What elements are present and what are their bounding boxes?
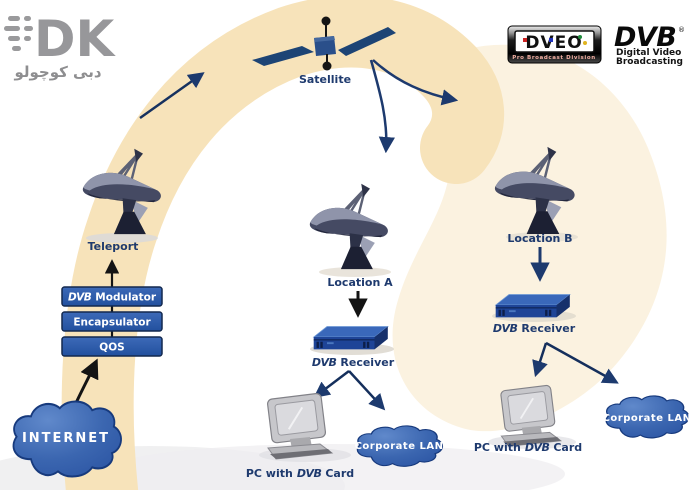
location-a-dish-icon: [308, 182, 390, 271]
dvb-mark: DVB: [312, 356, 337, 369]
dish-b-shadow: [506, 232, 578, 242]
arrow-receiver-a-to-lan: [348, 370, 386, 411]
dvb-subtitle-line1: Digital Video: [616, 48, 681, 58]
dvb-mark: DVB: [68, 292, 92, 304]
dvb-mark: DVB: [525, 441, 550, 454]
dk-logo-text: DK: [34, 10, 117, 68]
arrow-teleport-to-satellite: [139, 72, 205, 120]
arrow-satellite-to-location-b: [372, 59, 459, 106]
satellite-icon: [252, 16, 396, 71]
dish-a-shadow: [319, 267, 391, 277]
location-a-label: Location A: [327, 276, 393, 289]
dveo-logo-plate: [514, 30, 595, 53]
qos-label: QOS: [99, 342, 124, 354]
arrow-internet-to-qos: [74, 358, 99, 404]
dk-speed-lines-icon: [4, 16, 33, 51]
dveo-red-dot-icon: [523, 38, 527, 42]
location-b-label: Location B: [507, 232, 572, 245]
dvb-logo: DVB ® Digital Video Broadcasting: [614, 22, 685, 67]
dveo-green-dot-icon: [578, 35, 582, 39]
arrow-receiver-b-to-lan: [545, 341, 619, 384]
dvb-registered-mark: ®: [678, 26, 685, 34]
teleport-shadow: [86, 233, 158, 243]
encapsulator-label: Encapsulator: [73, 317, 151, 329]
receiver-b-icon: [495, 294, 571, 318]
dveo-blue-dot-icon: [549, 38, 553, 42]
modulator-label: Modulator: [95, 292, 157, 304]
internet-label: INTERNET: [22, 431, 110, 446]
dveo-wordmark: DVEO: [525, 33, 582, 53]
pc-a-icon: [266, 392, 333, 460]
receiver-a-icon: [313, 326, 389, 350]
chain-box-qos: QOS: [61, 336, 163, 357]
satellite-label: Satellite: [299, 73, 351, 86]
dveo-yellow-dot-icon: [583, 41, 587, 45]
dvb-subtitle-line2: Broadcasting: [616, 57, 683, 67]
chain-box-encapsulator: Encapsulator: [61, 311, 163, 332]
lan-b-label: Corporate LAN: [603, 413, 692, 424]
pc-b-icon: [499, 384, 562, 448]
dveo-logo: DVEO Pro Broadcast Division: [507, 25, 602, 64]
dvb-mark: DVB: [297, 467, 322, 480]
arrow-satellite-to-location-a: [369, 59, 395, 154]
dvb-mark: DVB: [493, 322, 518, 335]
arrow-receiver-a-to-pc: [313, 370, 350, 398]
dveo-tagline: Pro Broadcast Division: [512, 55, 596, 61]
ground-shade-center: [95, 444, 565, 490]
teleport-label: Teleport: [88, 240, 139, 253]
dk-caption: دبی کوچولو: [13, 63, 101, 82]
arrow-receiver-b-to-pc: [532, 342, 548, 378]
dk-logo: DK دبی کوچولو: [4, 10, 117, 82]
dvb-wordmark: DVB: [614, 22, 676, 53]
lan-a-label: Corporate LAN: [355, 441, 444, 452]
